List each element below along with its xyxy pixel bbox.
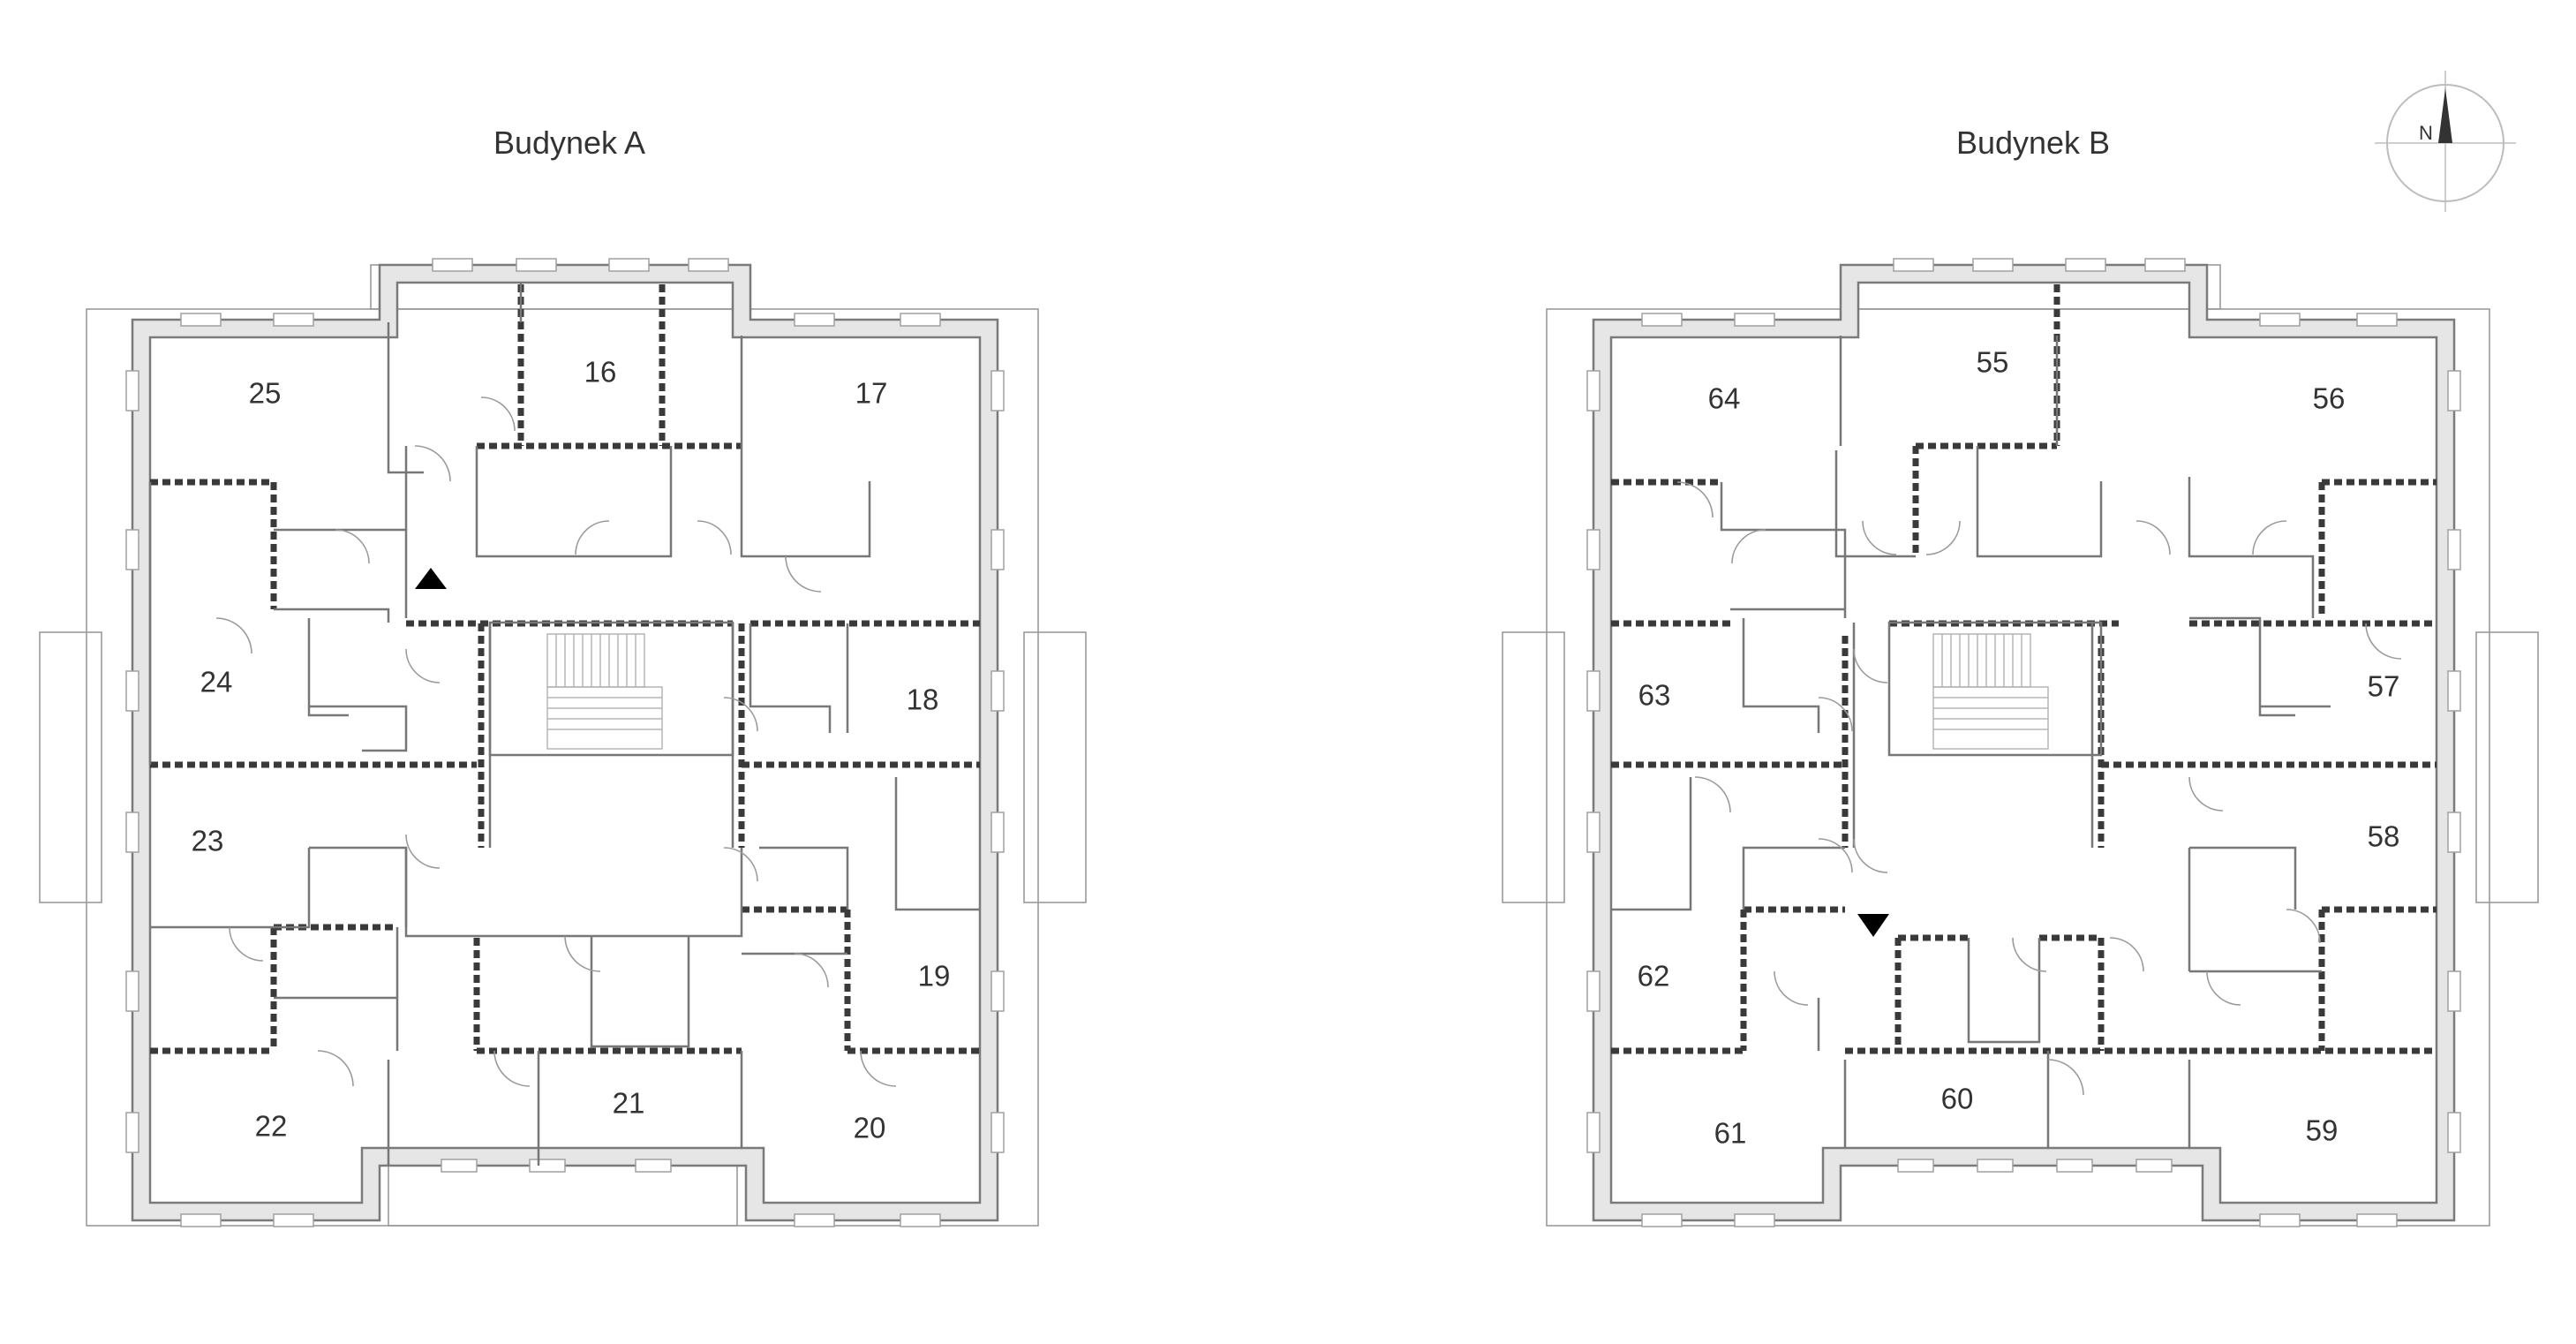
building-b-title: Budynek B [1956, 125, 2110, 161]
unit-label[interactable]: 58 [2368, 820, 2400, 853]
building-b-interior-walls [1611, 336, 2331, 1148]
building-b: Budynek B [1502, 125, 2539, 1227]
unit-label[interactable]: 20 [854, 1112, 886, 1144]
building-a-balconies [39, 264, 1087, 1227]
compass: N [2375, 71, 2516, 212]
building-b-doors [1676, 481, 2402, 1096]
building-a-outer-wall [131, 263, 999, 1222]
unit-label[interactable]: 24 [200, 666, 233, 698]
building-a-doors [215, 396, 897, 1087]
building-b-outer-wall [1592, 263, 2456, 1222]
compass-north-label: N [2419, 122, 2433, 144]
unit-label[interactable]: 16 [584, 356, 617, 389]
unit-label[interactable]: 25 [249, 377, 282, 410]
unit-label[interactable]: 17 [855, 377, 888, 410]
building-a-windows [125, 258, 1005, 1227]
building-b-windows [1586, 258, 2461, 1227]
north-arrow-icon [2438, 88, 2452, 143]
unit-label[interactable]: 19 [918, 960, 951, 993]
unit-label[interactable]: 63 [1638, 679, 1671, 712]
building-a: Budynek A [39, 125, 1087, 1227]
building-a-interior-walls [148, 283, 980, 1166]
building-b-party-walls [1611, 284, 2437, 1054]
unit-label[interactable]: 60 [1941, 1083, 1974, 1115]
unit-label[interactable]: 55 [1977, 346, 2009, 379]
building-b-entrance-marker [1857, 914, 1889, 937]
building-a-staircase [488, 621, 734, 757]
building-b-staircase [1887, 621, 2103, 757]
unit-label[interactable]: 18 [907, 683, 939, 716]
unit-label[interactable]: 64 [1708, 382, 1741, 415]
unit-label[interactable]: 23 [192, 825, 224, 857]
unit-label[interactable]: 62 [1638, 960, 1670, 993]
building-a-unit-labels: 25 16 17 24 18 23 19 22 21 20 [192, 356, 951, 1144]
unit-label[interactable]: 22 [255, 1110, 288, 1143]
unit-label[interactable]: 21 [613, 1087, 645, 1120]
unit-label[interactable]: 59 [2306, 1114, 2339, 1147]
building-a-title: Budynek A [493, 125, 645, 161]
unit-label[interactable]: 57 [2368, 670, 2400, 703]
building-b-balconies [1502, 264, 2539, 1227]
building-b-unit-labels: 64 55 56 63 57 58 62 61 60 59 [1638, 346, 2400, 1150]
building-a-entrance-marker [415, 568, 447, 589]
unit-label[interactable]: 61 [1714, 1117, 1747, 1150]
unit-label[interactable]: 56 [2313, 382, 2346, 415]
